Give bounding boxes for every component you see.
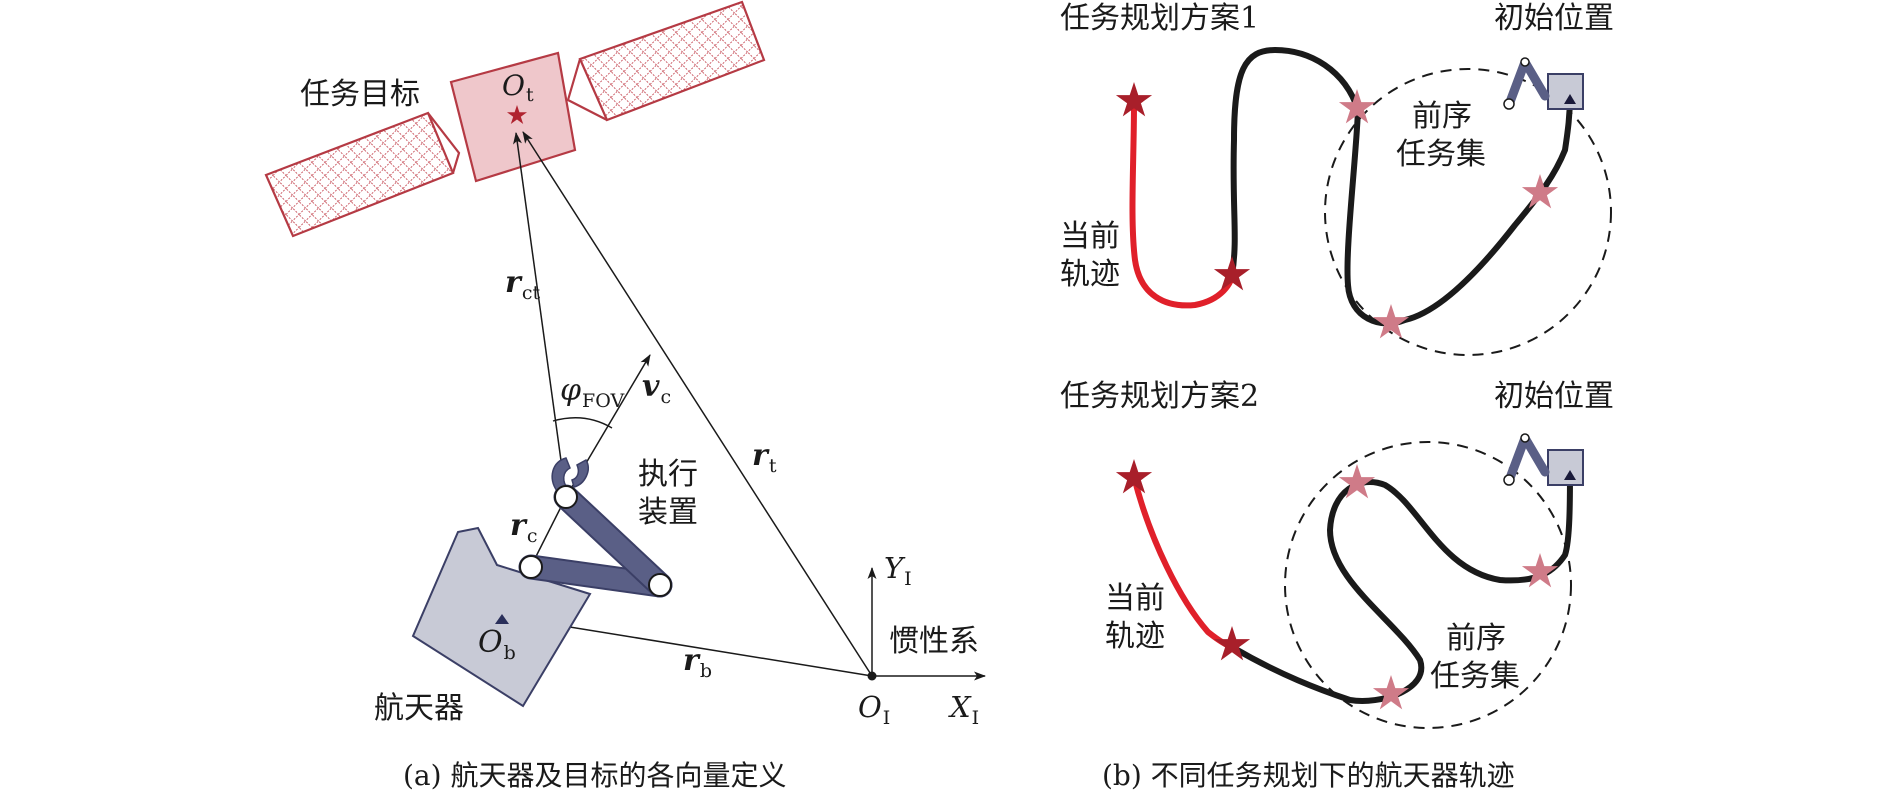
plan1-initial-position-icon [1503, 57, 1584, 110]
body-origin-label: Ob [478, 625, 516, 664]
plan2-initial-position-icon [1503, 433, 1584, 486]
plan1-prior-star-2-icon [1521, 174, 1559, 209]
plan1-title: 任务规划方案1 [1060, 1, 1259, 36]
plan2-initial-position: 初始位置 [1494, 379, 1614, 414]
right-panel-strut [566, 58, 608, 121]
left-solar-panel [264, 111, 455, 238]
panel-a: 任务目标 Ot [264, 0, 986, 792]
spacecraft-label: 航天器 [374, 691, 464, 726]
plan1-current-track-line2: 轨迹 [1060, 257, 1120, 292]
plan2-title: 任务规划方案2 [1060, 379, 1259, 414]
plan1-planned-track [1229, 46, 1573, 327]
plan1-current-star-icon [1213, 256, 1251, 291]
target-body [449, 51, 577, 183]
plan1-initial-position: 初始位置 [1494, 1, 1614, 36]
phi-fov-label: φFOV [560, 373, 624, 412]
plan1-prior-star-1-icon [1338, 89, 1376, 124]
body-origin-marker [495, 614, 509, 624]
target-satellite [264, 0, 766, 238]
r-c-label: rc [510, 508, 537, 547]
fov-arc [552, 417, 613, 429]
inertial-frame [867, 567, 986, 681]
plan2-prior-tasks-line2: 任务集 [1430, 659, 1520, 694]
plan-1: 任务规划方案1 初始位置 前序 任务集 [1060, 1, 1614, 356]
plan2-prior-star-1-icon [1338, 464, 1376, 499]
inertial-origin-label: OI [858, 690, 890, 729]
plan1-prior-tasks-line1: 前序 [1412, 99, 1472, 134]
plan1-prior-tasks-line2: 任务集 [1396, 137, 1486, 172]
plan-2: 任务规划方案2 初始位置 前序 任务集 [1060, 379, 1614, 729]
left-panel-strut [427, 112, 461, 174]
plan2-current-track-line1: 当前 [1105, 581, 1165, 616]
inertial-x-label: XI [948, 690, 979, 729]
panel-b: 任务规划方案1 初始位置 前序 任务集 [1060, 1, 1614, 792]
inertial-frame-label: 惯性系 [889, 624, 979, 659]
plan2-prior-star-3-icon [1372, 675, 1410, 710]
actuator-label-line2: 装置 [638, 495, 698, 530]
plan1-prior-task-region [1324, 68, 1612, 356]
inertial-y-label: YI [884, 551, 912, 590]
caption-a: (a) 航天器及目标的各向量定义 [403, 759, 786, 792]
target-label: 任务目标 [300, 77, 420, 112]
plan2-start-star-icon [1115, 459, 1153, 494]
target-star-icon [507, 105, 527, 124]
robotic-arm [518, 457, 673, 598]
actuator-label-line1: 执行 [638, 457, 698, 492]
plan2-prior-tasks-line1: 前序 [1446, 621, 1506, 656]
plan2-current-track-line2: 轨迹 [1105, 619, 1165, 654]
plan2-prior-task-region [1284, 441, 1572, 729]
plan1-start-star-icon [1115, 82, 1153, 117]
v-c-label: vc [642, 369, 671, 408]
vector-r-ct [513, 132, 567, 498]
plan2-prior-star-2-icon [1521, 553, 1559, 588]
plan1-prior-star-3-icon [1372, 304, 1410, 339]
gripper-icon [551, 457, 589, 492]
plan1-current-track-line1: 当前 [1060, 219, 1120, 254]
r-ct-label: rct [505, 265, 540, 304]
vector-r-t [522, 131, 873, 677]
plan2-current-star-icon [1213, 626, 1251, 661]
caption-b: (b) 不同任务规划下的航天器轨迹 [1102, 759, 1515, 792]
r-t-label: rt [752, 438, 777, 477]
plan1-current-track [1129, 101, 1235, 309]
right-solar-panel [578, 0, 766, 122]
r-b-label: rb [683, 643, 712, 682]
target-origin-label: Ot [502, 69, 534, 106]
